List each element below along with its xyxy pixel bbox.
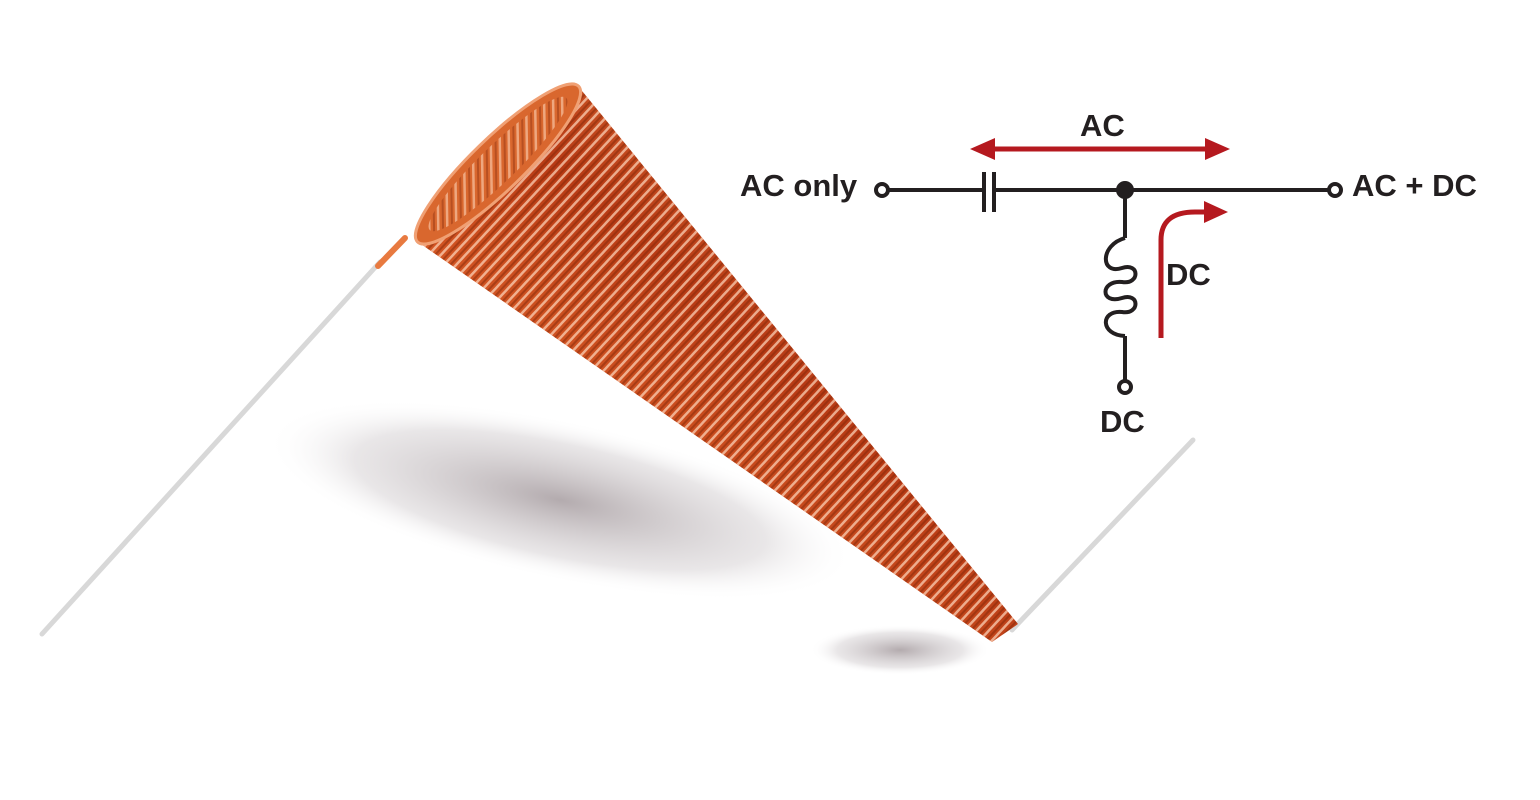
dc-terminal-label: DC bbox=[1100, 404, 1145, 439]
cone-shadow bbox=[266, 399, 854, 601]
dc-terminal bbox=[1117, 379, 1133, 395]
ac-arrowhead-right bbox=[1205, 138, 1230, 160]
dc-arrow-icon bbox=[1158, 209, 1210, 338]
dc-arrowhead bbox=[1204, 201, 1228, 223]
input-terminal bbox=[874, 182, 890, 198]
output-label: AC + DC bbox=[1352, 168, 1477, 203]
ac-path-label: AC bbox=[1080, 108, 1125, 143]
output-terminal bbox=[1327, 182, 1343, 198]
tip-shadow bbox=[810, 625, 990, 675]
coil-inner-rings bbox=[428, 96, 568, 232]
right-lead-wire bbox=[1009, 437, 1196, 633]
left-lead-copper bbox=[375, 235, 408, 269]
signal-arrows bbox=[970, 138, 1230, 338]
input-label: AC only bbox=[740, 168, 858, 203]
ac-arrowhead-left bbox=[970, 138, 995, 160]
dc-path-label: DC bbox=[1166, 257, 1211, 292]
inductor-symbol bbox=[1103, 236, 1138, 338]
inductor-photo bbox=[39, 82, 1196, 675]
left-lead-wire bbox=[39, 259, 383, 637]
schematic bbox=[874, 172, 1343, 395]
